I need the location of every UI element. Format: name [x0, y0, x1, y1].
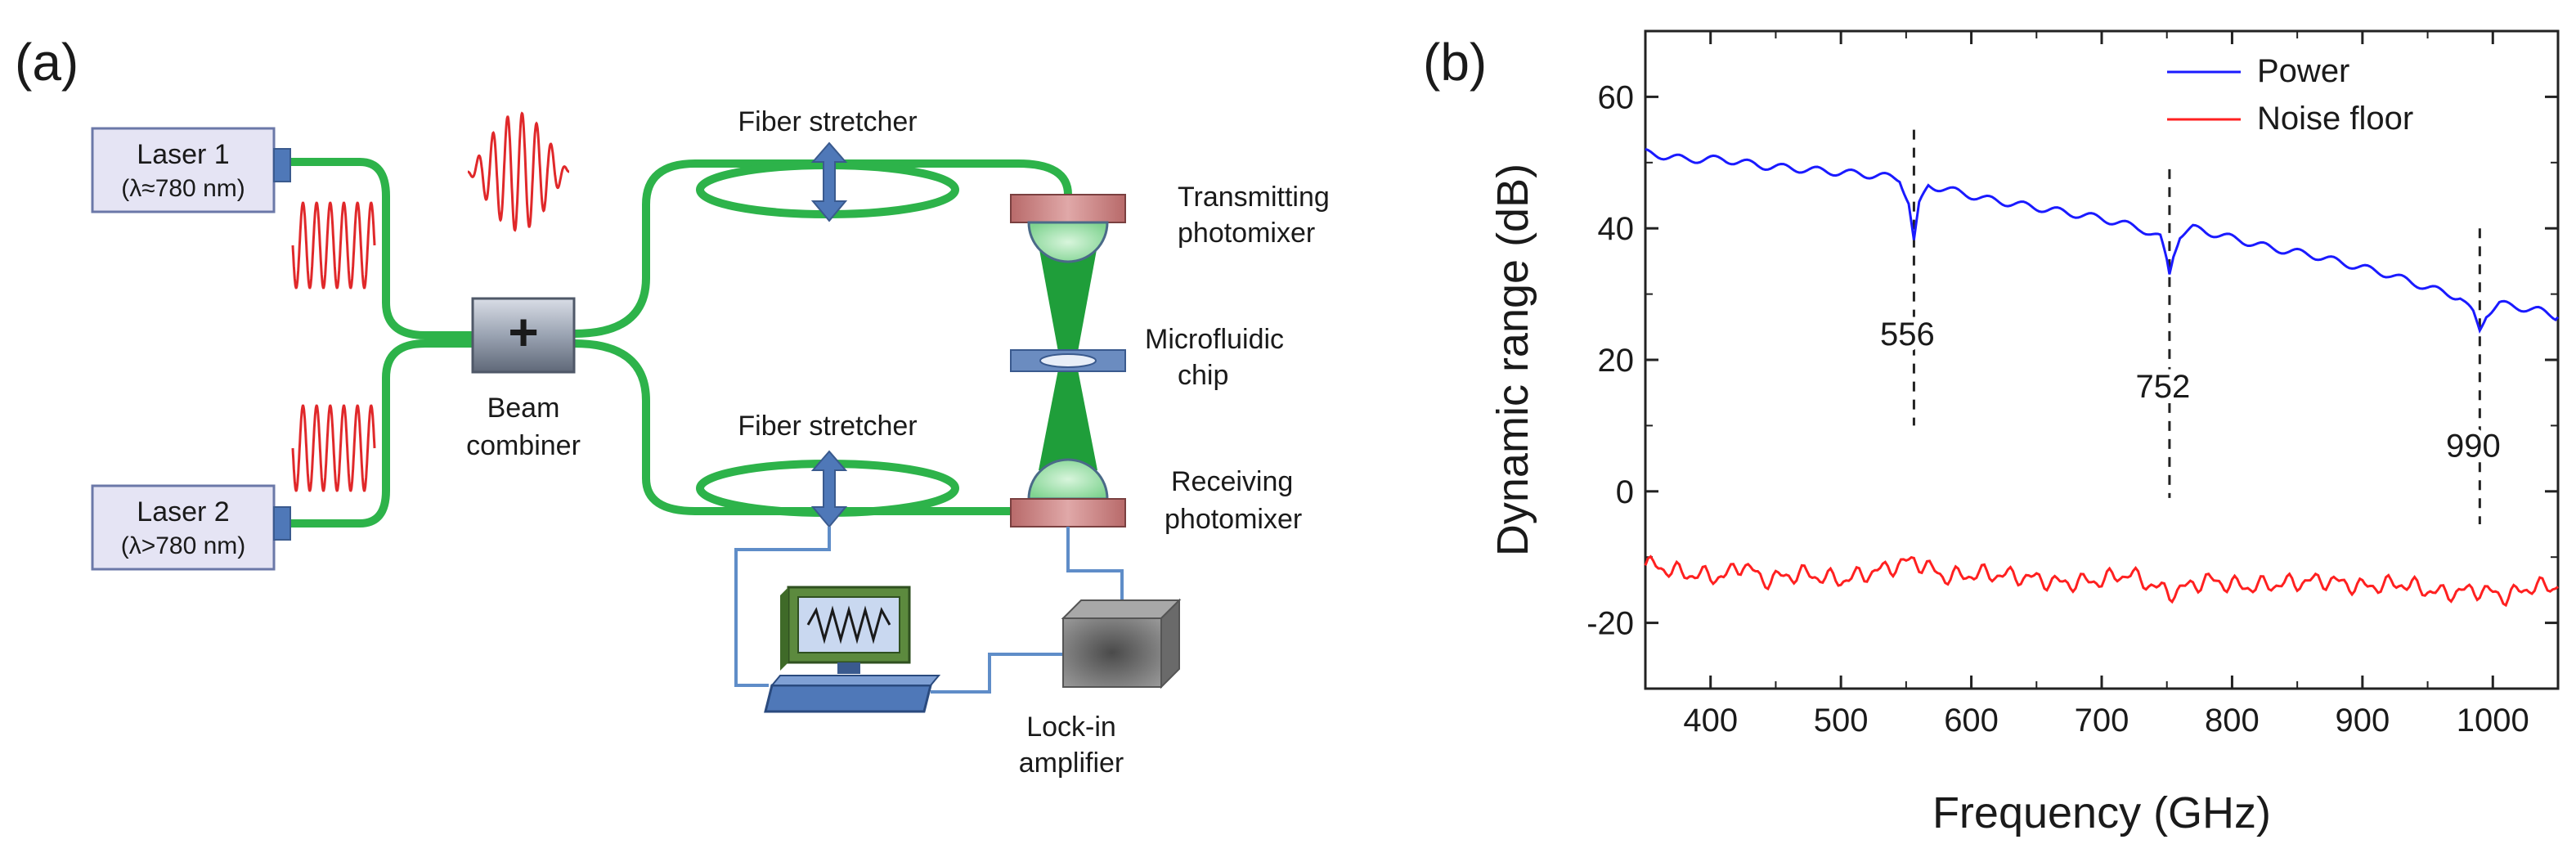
microfluidic-chip: Microfluidic chip — [1010, 324, 1284, 391]
beam-combiner-label-2: combiner — [466, 430, 581, 461]
lockin-label-2: amplifier — [1019, 747, 1124, 779]
receiving-photomixer: Receiving photomixer — [1010, 458, 1302, 535]
lockin-amplifier: Lock-in amplifier — [1019, 598, 1182, 779]
laser-2-wavelength: (λ>780 nm) — [121, 532, 246, 559]
dynamic-range-chart: 400 500 600 700 800 900 1000 -20 0 20 40 60Frequenc… — [1488, 29, 2560, 837]
microfluidic-label-2: chip — [1178, 360, 1228, 391]
x-tick-label-700: 700 — [2075, 703, 2129, 739]
fiber-laser1 — [284, 158, 477, 339]
cable-photomixer-to-lockin — [1066, 527, 1124, 608]
series-line-noise-floor — [1644, 554, 2559, 608]
panel-a-label: (a) — [15, 33, 79, 92]
cable-stretcher-to-pc — [734, 527, 831, 687]
series-line-power — [1645, 147, 2560, 334]
fiber-paths — [284, 158, 1072, 528]
fiber-stretcher-top-label: Fiber stretcher — [738, 106, 917, 137]
transmitting-label-2: photomixer — [1178, 218, 1315, 249]
y-tick-label--20: -20 — [1586, 606, 1634, 642]
x-tick-label-400: 400 — [1683, 703, 1738, 739]
panel-b-label: (b) — [1423, 33, 1487, 92]
receiving-label-1: Receiving — [1171, 466, 1293, 497]
stretcher-arrow-top — [810, 141, 848, 222]
transmitting-photomixer: Transmitting photomixer — [1010, 182, 1330, 263]
laser-1: Laser 1 (λ≈780 nm) — [91, 127, 291, 213]
x-axis-title: Frequency (GHz) — [1932, 788, 2271, 837]
y-tick-label-40: 40 — [1598, 211, 1635, 247]
panel-b: (b) 400 500 600 700 800 900 1000 -20 0 20 40 60Freq… — [1423, 29, 2560, 837]
beam-combiner-symbol: + — [508, 303, 538, 361]
fiber-combiner-bottom — [570, 339, 1018, 515]
annotation-label-752: 752 — [2136, 369, 2191, 405]
legend-label-power: Power — [2257, 53, 2349, 89]
x-tick-label-500: 500 — [1814, 703, 1869, 739]
cables — [734, 527, 1124, 694]
x-tick-label-1000: 1000 — [2457, 703, 2529, 739]
x-tick-label-600: 600 — [1944, 703, 1999, 739]
y-tick-label-20: 20 — [1598, 343, 1635, 379]
panel-a: (a) Laser 1 (λ≈780 nm) Laser 2 (λ>780 nm… — [15, 33, 1330, 779]
microfluidic-label-1: Microfluidic — [1145, 324, 1284, 355]
legend-label-noise-floor: Noise floor — [2257, 101, 2413, 137]
cable-lockin-to-pc — [931, 653, 1063, 694]
annotation-label-556: 556 — [1880, 317, 1935, 352]
annotation-label-990: 990 — [2446, 429, 2501, 465]
receiving-label-2: photomixer — [1165, 504, 1302, 535]
laser-2-name: Laser 2 — [137, 496, 229, 528]
y-axis-title: Dynamic range (dB) — [1488, 164, 1537, 556]
beam-combiner-label-1: Beam — [487, 393, 560, 424]
lockin-label-1: Lock-in — [1026, 712, 1116, 743]
fiber-stretcher-bottom-label: Fiber stretcher — [738, 411, 917, 442]
y-tick-label-0: 0 — [1616, 474, 1634, 510]
y-tick-label-60: 60 — [1598, 79, 1635, 115]
laser-1-wavelength: (λ≈780 nm) — [121, 175, 245, 202]
transmitting-label-1: Transmitting — [1178, 182, 1330, 213]
fiber-combiner-top — [570, 159, 1072, 338]
wave-laser2 — [291, 404, 376, 492]
wave-laser1 — [291, 201, 376, 290]
computer — [764, 586, 941, 713]
laser-1-name: Laser 1 — [137, 139, 229, 170]
beam-combiner: + Beam combiner — [466, 297, 581, 461]
laser-2: Laser 2 (λ>780 nm) — [91, 484, 291, 571]
screen-waveform — [806, 605, 891, 644]
thz-beam — [1039, 245, 1097, 470]
x-tick-label-800: 800 — [2205, 703, 2260, 739]
fiber-laser2 — [284, 339, 477, 528]
x-tick-label-900: 900 — [2335, 703, 2390, 739]
wave-beat-packet — [467, 111, 570, 232]
